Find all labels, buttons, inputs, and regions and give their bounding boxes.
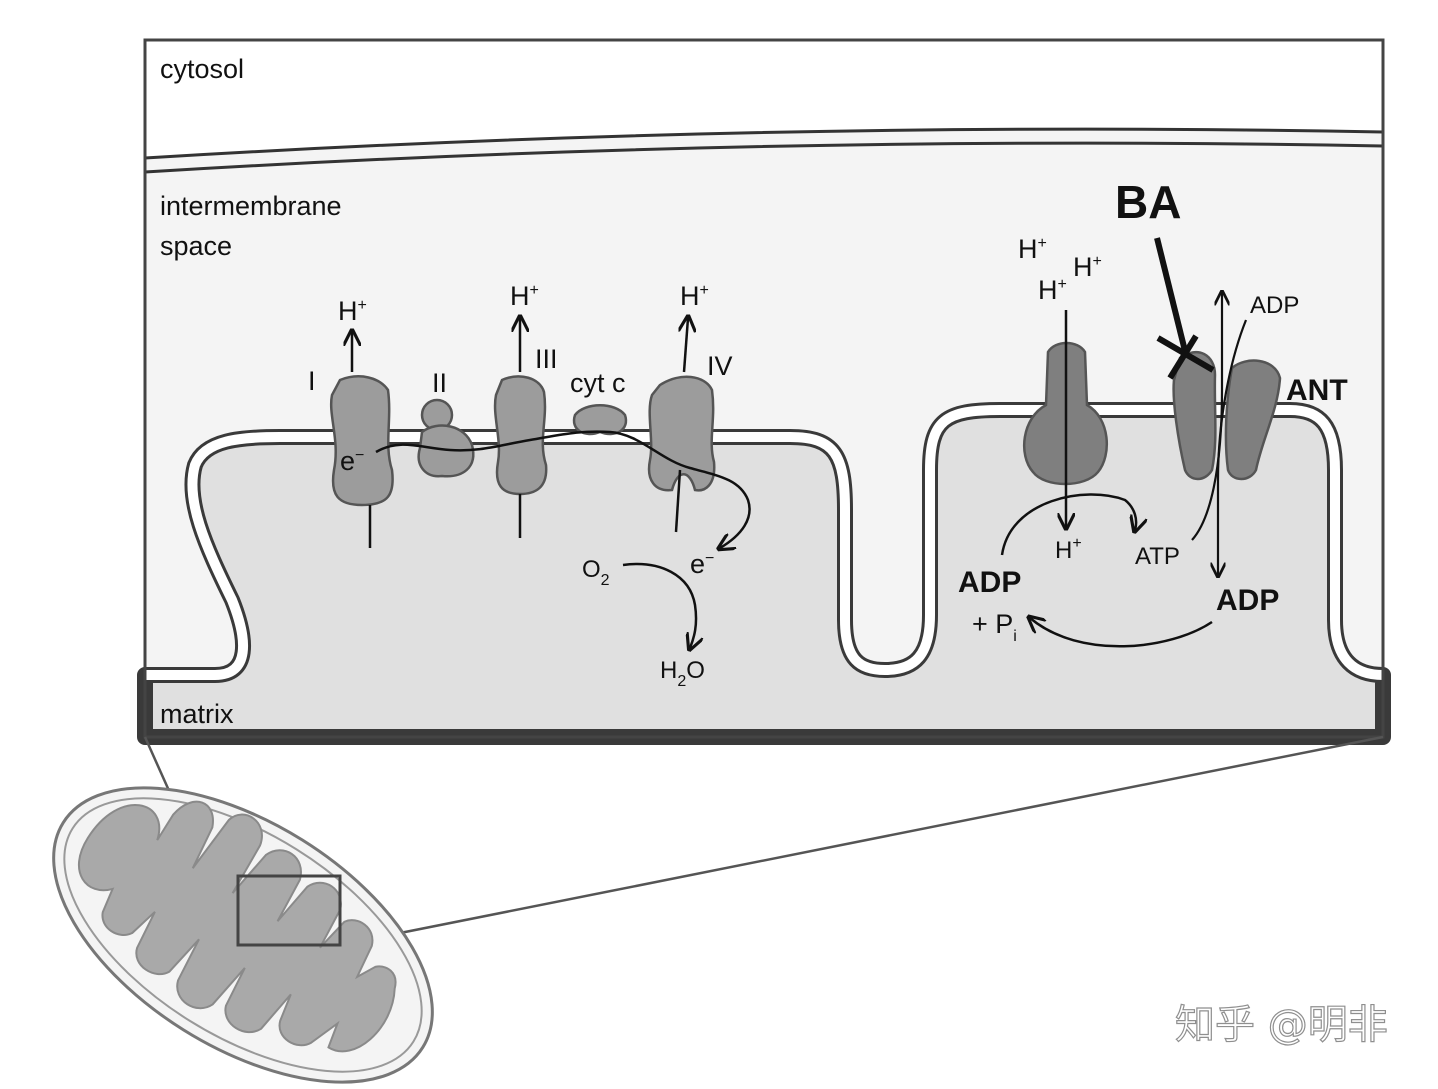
label-atp-matrix: ATP (1135, 543, 1180, 570)
complex-iv-proton-arrow (684, 318, 688, 373)
proton-2: H+ (1073, 252, 1102, 282)
outer-membrane-inner (144, 141, 1384, 174)
label-adp-matrix: ADP (958, 566, 1021, 599)
electron-path (375, 430, 751, 548)
electron-transport-chain: H+ I II H+ III cyt c H+ IV e− e− (308, 281, 751, 690)
zoom-panel: cytosol intermembrane space matrix H+ I … (137, 38, 1391, 745)
water-label: H2O (660, 657, 705, 690)
mitochondrion-thumbnail (52, 786, 434, 1084)
label-complex-i: I (308, 366, 316, 396)
cytochrome-c (572, 404, 628, 436)
complex-iii-proton: H+ (510, 281, 539, 311)
label-ba: BA (1115, 176, 1181, 228)
zoom-panel-border (143, 38, 1385, 739)
label-complex-ii: II (432, 368, 447, 398)
complex-i-proton: H+ (338, 296, 367, 326)
outer-membrane-outer (144, 127, 1384, 160)
ant-half-right (1224, 359, 1282, 481)
label-matrix: matrix (160, 699, 234, 729)
label-ant: ANT (1286, 374, 1348, 407)
ant-half-left (1172, 351, 1217, 481)
oxygen-label: O2 (582, 556, 610, 589)
atp-export-arrow (1191, 293, 1222, 541)
inner-membrane-core (145, 405, 1384, 680)
watermark: 知乎 @明非 (1175, 1002, 1388, 1048)
complex-iv-stalk (674, 469, 682, 533)
label-cyt-c: cyt c (570, 368, 626, 398)
mito-inner-boundary (63, 797, 423, 1073)
matrix-proton: H+ (1055, 535, 1082, 564)
label-adp-matrix-right: ADP (1216, 584, 1279, 617)
complex-i (329, 375, 394, 507)
electron-label-1: e− (340, 446, 364, 476)
electron-label-2: e− (690, 549, 714, 579)
proton-1: H+ (1018, 234, 1047, 264)
label-intermembrane: intermembrane (160, 191, 342, 221)
complex-iv (647, 375, 716, 492)
label-adp-ims: ADP (1250, 292, 1299, 319)
adp-recycle-arrow (1030, 618, 1213, 648)
complex-iv-proton: H+ (680, 281, 709, 311)
zoom-line-right (339, 735, 1384, 947)
label-pi: + Pi (972, 609, 1017, 645)
adp-import-arrow (1218, 319, 1248, 575)
proton-3: H+ (1038, 275, 1067, 305)
atp-synthesis-system: H+ H+ H+ H+ ADP + Pi ATP ANT ADP ADP (958, 176, 1348, 648)
ba-inhibition-line (1154, 237, 1189, 356)
complex-iii (493, 375, 548, 496)
label-complex-iii: III (535, 344, 558, 374)
phosphorylation-arrow (1000, 493, 1136, 556)
label-cytosol: cytosol (160, 54, 244, 84)
oxygen-reduction-arrow (622, 562, 696, 648)
label-space: space (160, 231, 232, 261)
ba-block-mark-2 (1167, 334, 1199, 380)
label-complex-iv: IV (707, 351, 733, 381)
zoom-region-box (236, 874, 342, 947)
